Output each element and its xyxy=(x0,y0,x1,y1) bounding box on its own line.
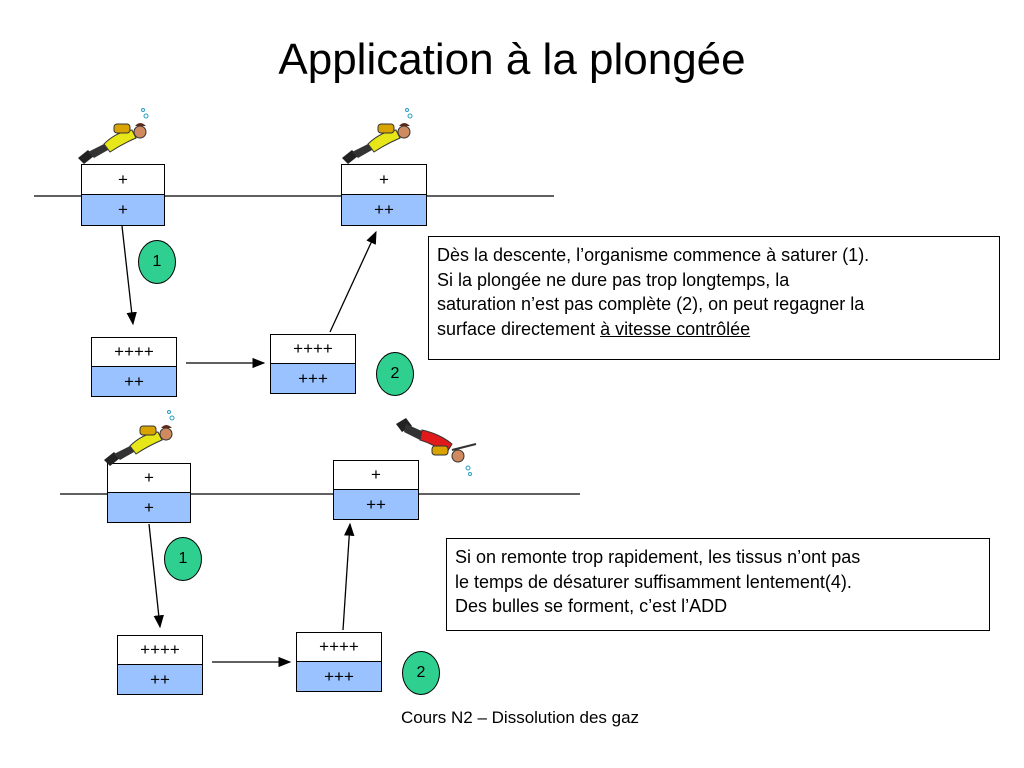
note-top: Dès la descente, l’organisme commence à … xyxy=(428,236,1000,360)
note-bottom: Si on remonte trop rapidement, les tissu… xyxy=(446,538,990,631)
note-line: Si on remonte trop rapidement, les tissu… xyxy=(455,547,861,567)
box-upper: ++++ xyxy=(297,633,381,662)
box-upper: + xyxy=(342,165,426,195)
step-badge-1-bottom: 1 xyxy=(164,537,202,581)
box-upper: ++++ xyxy=(271,335,355,364)
diver-icon xyxy=(78,108,149,164)
tissue-box-surface-start-bottom: + + xyxy=(107,463,191,523)
box-upper: ++++ xyxy=(118,636,202,665)
arrow-descent-top xyxy=(121,225,137,326)
tissue-box-surface-end-top: + ++ xyxy=(341,164,427,226)
box-lower: +++ xyxy=(297,662,381,691)
box-lower: ++ xyxy=(334,490,418,519)
arrow-ascent-top xyxy=(329,230,377,333)
tissue-box-depth-end-bottom: ++++ +++ xyxy=(296,632,382,692)
box-lower: ++ xyxy=(118,665,202,694)
tissue-box-depth-start-top: ++++ ++ xyxy=(91,337,177,397)
step-badge-2-top: 2 xyxy=(376,352,414,396)
note-underlined-text: à vitesse contrôlée xyxy=(600,318,751,339)
note-line: Des bulles se forment, c’est l’ADD xyxy=(455,596,728,616)
box-upper: ++++ xyxy=(92,338,176,367)
note-line: surface directement à vitesse contrôlée xyxy=(437,317,991,342)
diver-icon xyxy=(342,108,413,164)
box-upper: + xyxy=(108,464,190,493)
box-lower: ++ xyxy=(92,367,176,396)
page-title: Application à la plongée xyxy=(278,35,746,84)
note-text: surface directement xyxy=(437,318,601,339)
diver-icon xyxy=(104,410,175,466)
step-badge-1-top: 1 xyxy=(138,240,176,284)
box-lower: ++ xyxy=(342,195,426,225)
arrow-descent-bottom xyxy=(148,523,164,629)
diver-in-trouble-icon xyxy=(396,418,477,476)
note-line: Dès la descente, l’organisme commence à … xyxy=(437,245,870,265)
tissue-box-surface-end-bottom: + ++ xyxy=(333,460,419,520)
tissue-box-surface-start-top: + + xyxy=(81,164,165,226)
box-lower: + xyxy=(108,493,190,522)
tissue-box-depth-end-top: ++++ +++ xyxy=(270,334,356,394)
step-badge-2-bottom: 2 xyxy=(402,651,440,695)
tissue-box-depth-start-bottom: ++++ ++ xyxy=(117,635,203,695)
box-lower: +++ xyxy=(271,364,355,393)
box-upper: + xyxy=(82,165,164,195)
note-line: saturation n’est pas complète (2), on pe… xyxy=(437,294,865,314)
arrow-ascent-bottom xyxy=(342,522,355,631)
note-line: le temps de désaturer suffisamment lente… xyxy=(455,571,852,592)
footer-caption: Cours N2 – Dissolution des gaz xyxy=(400,708,640,727)
box-lower: + xyxy=(82,195,164,225)
box-upper: + xyxy=(334,461,418,490)
note-line: Si la plongée ne dure pas trop longtemps… xyxy=(437,269,790,290)
